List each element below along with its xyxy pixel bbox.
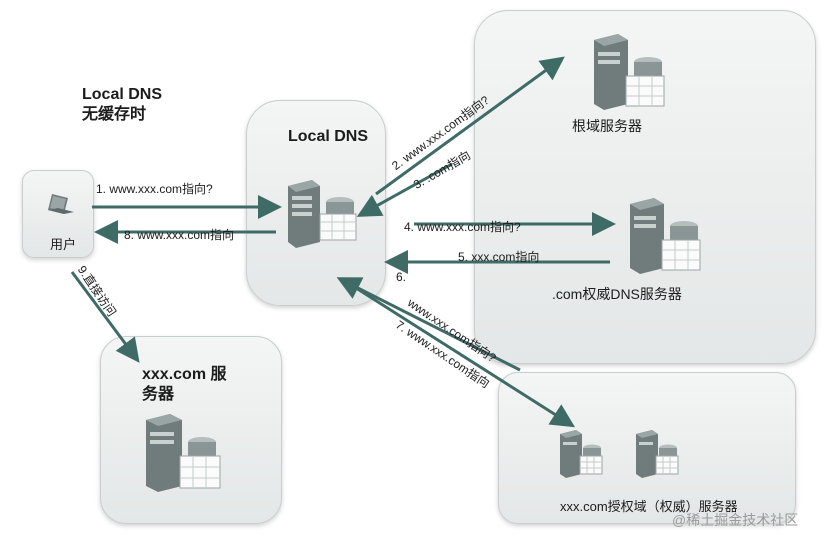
- authoritative-server-label: xxx.com授权域（权威）服务器: [560, 499, 738, 514]
- root-server-icon: [594, 34, 665, 110]
- arrow-step-3: [356, 162, 453, 217]
- target-server-panel: [100, 336, 282, 524]
- authoritative-server-icon-1: [560, 430, 603, 478]
- com-tld-server-label: .com权威DNS服务器: [552, 286, 682, 302]
- cache-note-subtitle: 无缓存时: [82, 106, 147, 123]
- root-server-label: 根域服务器: [572, 118, 642, 134]
- step-6-label: 6.: [396, 270, 407, 284]
- user-label: 用户: [50, 237, 77, 252]
- laptop-icon: [48, 194, 74, 214]
- watermark: @稀土掘金技术社区: [672, 512, 799, 528]
- authoritative-server-icon-2: [636, 430, 679, 478]
- arrow-step-6: [336, 277, 521, 372]
- com-tld-server-icon: [630, 198, 701, 274]
- user-panel: [22, 170, 94, 258]
- local-dns-title: Local DNS: [288, 128, 369, 145]
- step-5-label: 5. xxx.com指向: [458, 250, 540, 264]
- step-1-label: 1. www.xxx.com指向?: [96, 182, 213, 196]
- step-4-label: 4. www.xxx.com指向?: [404, 220, 521, 234]
- target-server-icon: [146, 414, 221, 492]
- step-8-label: 8. www.xxx.com指向: [124, 228, 235, 242]
- target-server-title-line2: 务器: [142, 386, 175, 403]
- cache-note-title: Local DNS: [82, 86, 163, 103]
- target-server-title-line1: xxx.com 服: [142, 366, 227, 383]
- local-dns-server-icon: [288, 180, 357, 248]
- arrow-step-2: [375, 56, 565, 196]
- arrow-step-9: [70, 271, 140, 363]
- arrow-step-7: [355, 286, 576, 428]
